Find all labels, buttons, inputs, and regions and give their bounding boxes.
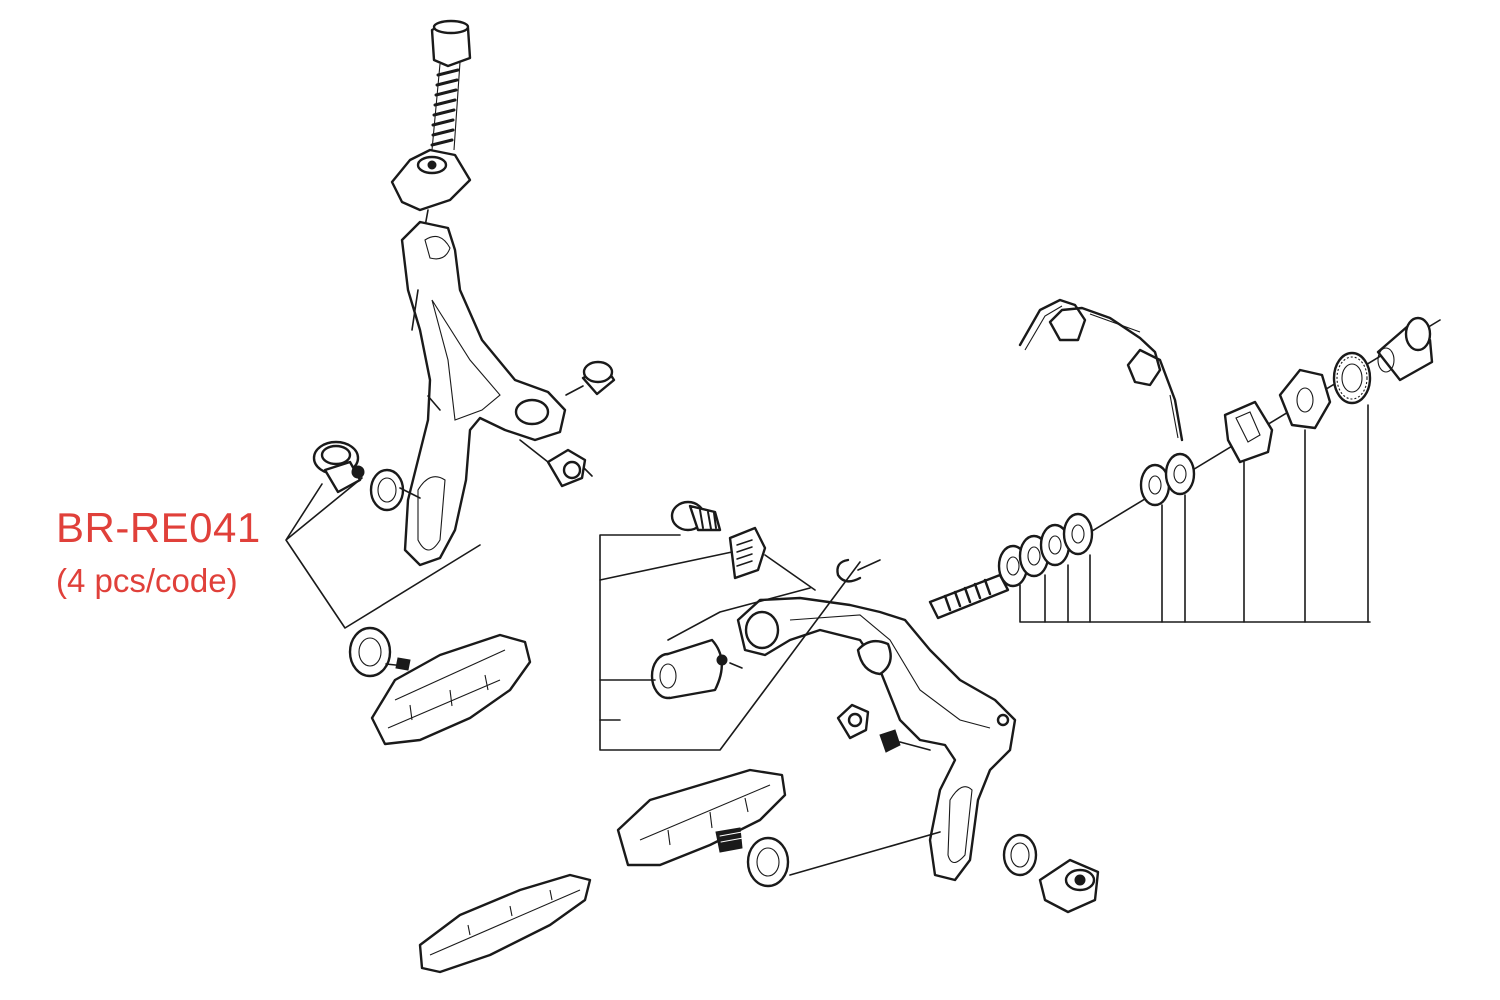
part-code-label: BR-RE041: [56, 504, 261, 551]
right-shoe-washer: [746, 831, 941, 888]
c-clip: [836, 558, 881, 583]
return-spring: [1018, 298, 1184, 442]
replacement-pad-insert: [418, 873, 592, 974]
right-brake-shoe: [616, 768, 787, 867]
right-pivot-washer: [1002, 833, 1038, 877]
hex-nut: [1278, 368, 1332, 430]
adjuster-barrel-bolt: [430, 19, 472, 151]
cable-fixing-bolt-cap: [565, 360, 616, 396]
cable-anchor-bolt: [519, 439, 593, 488]
bracket-leader-lines: [599, 534, 861, 751]
left-shoe-washer: [348, 626, 392, 678]
right-cable-anchor: [836, 703, 931, 753]
quantity-note-label: (4 pcs/code): [56, 562, 238, 599]
left-washer: [369, 468, 421, 512]
end-sleeve-nut: [1376, 316, 1434, 382]
left-brake-shoe: [370, 633, 532, 746]
right-pivot-nut: [1038, 858, 1100, 914]
adjust-screw-top: [670, 500, 722, 532]
right-caliper-arm: [736, 596, 1017, 882]
toothed-washer: [1332, 351, 1372, 405]
left-pivot-nut: [312, 440, 365, 494]
pivot-washers: [997, 452, 1196, 588]
pivot-bushing: [650, 638, 743, 700]
pivot-stack-leader-lines: [1019, 404, 1371, 623]
spring-seat: [1223, 400, 1274, 464]
shim-plate: [728, 526, 767, 580]
callout-leader-lines: [285, 477, 481, 629]
left-caliper-arm: [400, 220, 567, 567]
star-nut: [390, 148, 472, 233]
